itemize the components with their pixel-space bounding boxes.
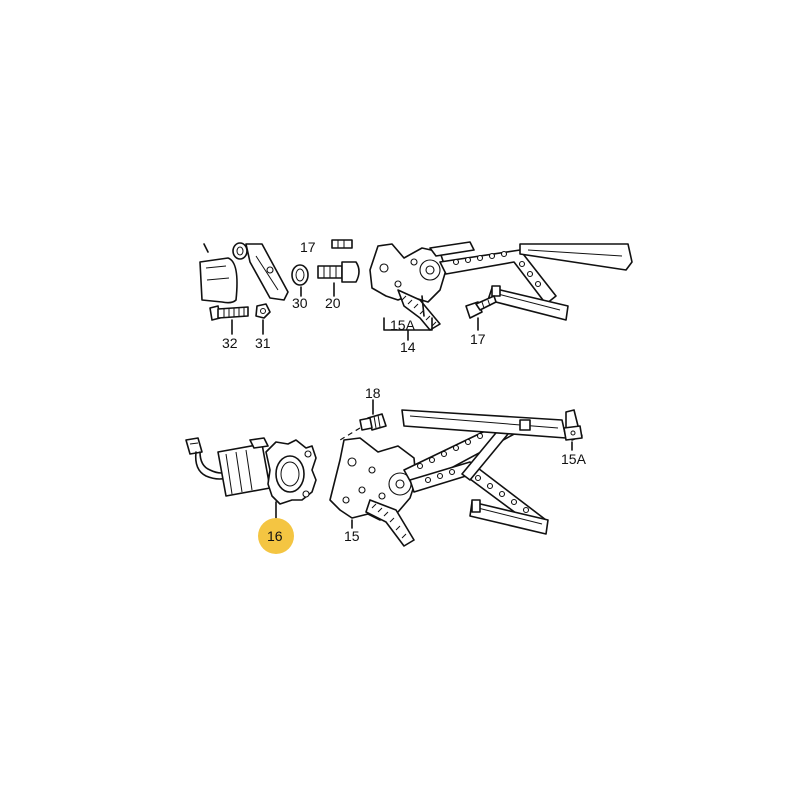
label-16-badge[interactable]: 16 [258, 518, 294, 554]
label-32: 32 [222, 335, 238, 351]
label-18: 18 [365, 385, 381, 401]
label-15a: 15A [561, 451, 587, 467]
label-15a-upper: 15A [390, 317, 416, 333]
part-17-bolt [465, 295, 497, 331]
part-20-pin [317, 261, 360, 297]
part-31-nut [255, 303, 271, 335]
part-cap-left [199, 243, 238, 304]
part-17-top-bolt [331, 239, 353, 249]
label-30: 30 [292, 295, 308, 311]
label-17-top: 17 [300, 239, 316, 255]
part-ring-top [232, 242, 248, 260]
label-31: 31 [255, 335, 271, 351]
part-32-screw [209, 305, 249, 335]
label-20: 20 [325, 295, 341, 311]
label-14: 14 [400, 339, 416, 355]
part-16-motor [185, 437, 317, 519]
part-15-regulator [329, 409, 567, 547]
part-15a-clip [563, 409, 583, 451]
label-17: 17 [470, 331, 486, 347]
upper-regulator [369, 241, 633, 341]
label-15: 15 [344, 528, 360, 544]
part-18-screw [338, 399, 387, 459]
lower-assembly: 16 [185, 385, 587, 554]
label-16-highlight [258, 518, 294, 554]
label-16: 16 [267, 528, 283, 544]
upper-assembly: 17 32 31 30 20 15A 14 17 [199, 239, 633, 355]
part-bracket-upper [245, 243, 289, 301]
part-30-washer [291, 264, 309, 297]
